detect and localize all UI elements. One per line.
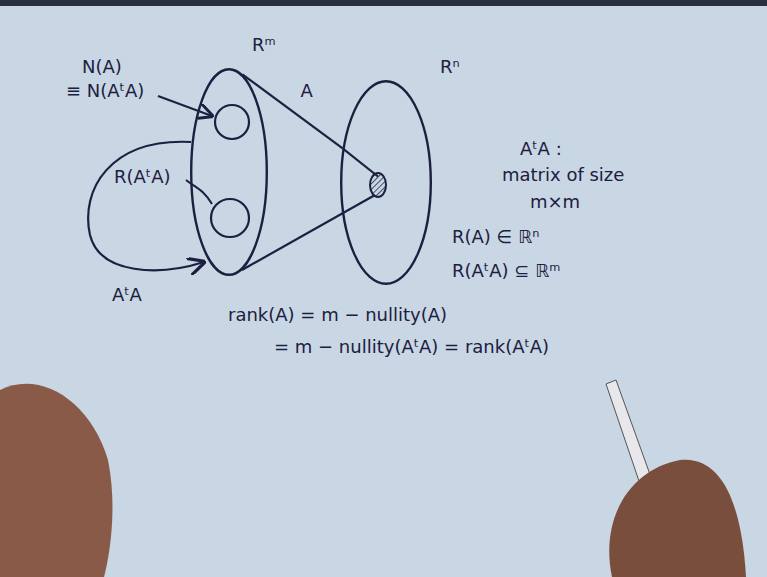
ellipse-outline <box>191 69 267 275</box>
null-space-circle <box>215 105 249 139</box>
board-label: ≡ N(AᵗA) <box>66 80 144 102</box>
board-label: = m − nullity(AᵗA) = rank(AᵗA) <box>274 336 549 358</box>
board-edge <box>0 0 767 6</box>
image-blob <box>370 173 386 197</box>
board-label: AᵗA <box>112 284 142 306</box>
pen <box>606 380 652 484</box>
board-label: m×m <box>530 191 580 213</box>
ellipse-outline <box>340 80 432 285</box>
board-label: R(AᵗA) <box>114 166 171 188</box>
board-label: R(A) ∈ ℝⁿ <box>452 226 539 248</box>
board-label: matrix of size <box>502 164 624 186</box>
ellipse-outline <box>341 81 431 284</box>
board-label: AᵗA : <box>520 138 562 160</box>
hand <box>0 384 112 577</box>
cone-line <box>343 148 378 176</box>
space-heading: Rⁿ <box>440 56 460 78</box>
self-map-arrow <box>88 142 204 270</box>
board-label: N(A) <box>82 56 122 78</box>
board-label: R(AᵗA) ⊆ ℝᵐ <box>452 260 560 282</box>
leader-line <box>186 180 212 204</box>
cone-line <box>242 195 375 270</box>
ellipse-outline <box>190 68 268 276</box>
board-label: rank(A) = m − nullity(A) <box>228 304 447 326</box>
mapping-line <box>242 74 342 148</box>
space-ellipse: Rⁿ <box>340 80 432 285</box>
hand <box>609 460 746 577</box>
range-circle <box>211 199 249 237</box>
space-heading: Rᵐ <box>252 34 276 56</box>
leader-arrow <box>158 96 212 116</box>
space-ellipse: Rᵐ <box>190 68 268 276</box>
map-name: A <box>298 80 314 102</box>
